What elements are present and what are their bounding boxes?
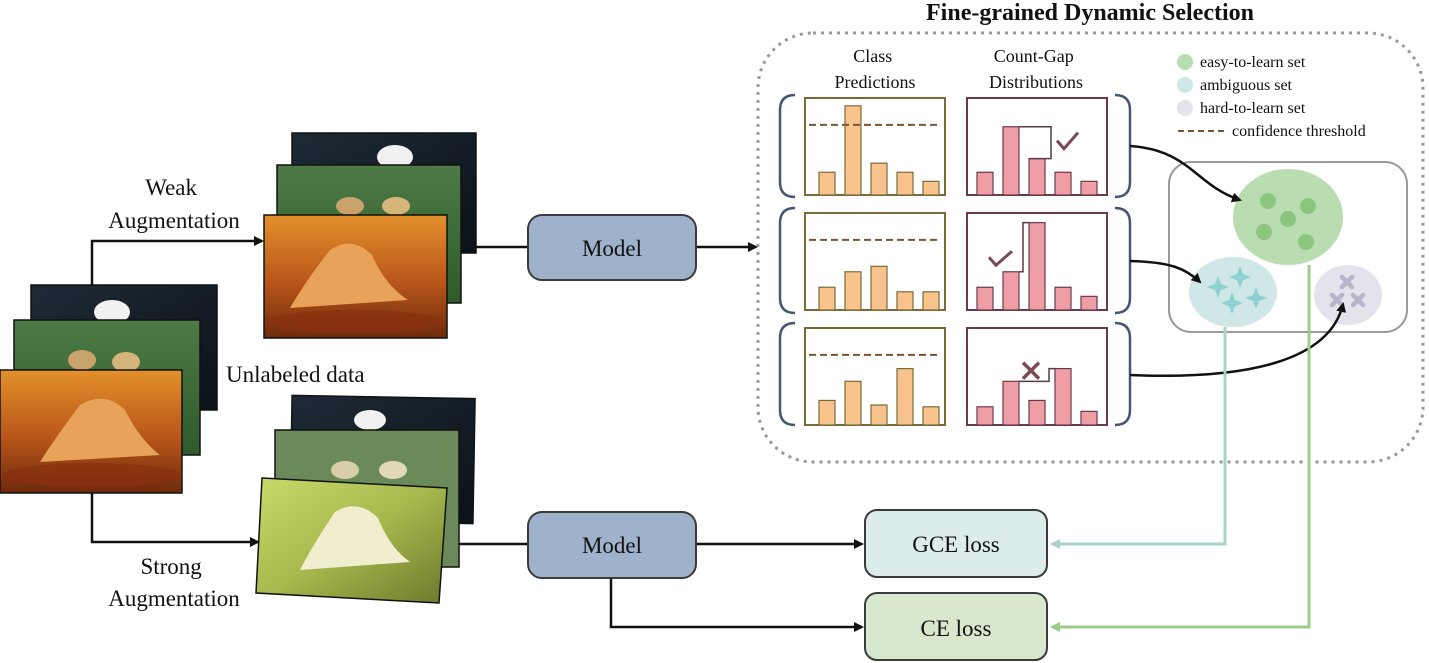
ce-loss-label: CE loss <box>921 616 992 641</box>
gap-bar <box>1028 158 1046 196</box>
class-bar <box>870 162 888 196</box>
class-bar <box>818 286 836 311</box>
gap-bar <box>1028 399 1046 426</box>
class-bar <box>922 180 940 196</box>
class-bar <box>870 265 888 311</box>
model-bottom-label: Model <box>582 533 642 558</box>
model-to-ce-arrow <box>609 578 864 632</box>
strong-image-stack <box>255 394 476 604</box>
gap-bar <box>1002 126 1020 196</box>
image-golden-retriever <box>0 369 183 494</box>
gap-bar <box>1054 171 1072 196</box>
class-predictions-header: Class Predictions <box>835 46 916 92</box>
weak-image-stack <box>263 132 477 339</box>
class-bar <box>896 367 914 426</box>
figure-title: Fine-grained Dynamic Selection <box>926 0 1254 26</box>
route-arrow-ambiguous <box>1129 259 1202 284</box>
gap-bar <box>976 286 994 311</box>
class-bar <box>922 291 940 311</box>
ambiguous-to-gce-line <box>1050 327 1227 549</box>
legend-hard-label: hard-to-learn set <box>1200 100 1306 117</box>
set-container <box>1168 161 1408 333</box>
gap-bar <box>1028 222 1046 311</box>
weak-image-golden-retriever <box>263 214 448 339</box>
dynamic-selection-container <box>756 31 1425 464</box>
class-bar <box>844 105 862 196</box>
class-bar <box>818 171 836 196</box>
easy-set <box>1233 169 1343 265</box>
hard-set <box>1314 265 1382 325</box>
model-top-label: Model <box>582 236 642 261</box>
to-weak-arrow <box>90 236 264 285</box>
gap-bar <box>976 406 994 426</box>
ce-loss-box: CE loss <box>864 592 1048 661</box>
class-bar <box>818 399 836 426</box>
class-bar <box>896 291 914 311</box>
strong-image-golden-retriever <box>255 477 448 604</box>
gap-bar <box>1080 295 1098 311</box>
gap-bar <box>1054 367 1072 426</box>
weak-augmentation-label: Weak Augmentation <box>108 175 240 233</box>
gap-bar <box>1002 380 1020 426</box>
class-bar <box>870 404 888 426</box>
model-bottom: Model <box>527 511 697 579</box>
legend-easy-swatch <box>1177 54 1193 70</box>
check-mark-icon <box>1055 131 1080 151</box>
unlabeled-data-label: Unlabeled data <box>226 362 365 387</box>
legend-threshold-label: confidence threshold <box>1232 123 1366 140</box>
class-bar <box>922 406 940 426</box>
model-top: Model <box>527 214 697 281</box>
prediction-charts <box>804 97 1108 426</box>
legend-easy-label: easy-to-learn set <box>1200 54 1306 71</box>
legend-ambiguous-label: ambiguous set <box>1200 77 1293 94</box>
gap-bar <box>976 171 994 196</box>
strong-augmentation-label: Strong Augmentation <box>108 554 240 611</box>
route-arrow-hard <box>1129 302 1347 377</box>
route-arrow-easy <box>1129 144 1242 203</box>
gap-bracket <box>1019 126 1052 160</box>
check-mark-icon <box>987 250 1013 268</box>
legend: easy-to-learn set ambiguous set hard-to-… <box>1177 54 1366 140</box>
gap-bar <box>1080 410 1098 426</box>
count-gap-header: Count-Gap Distributions <box>989 46 1083 92</box>
gap-bracket <box>1019 367 1055 383</box>
legend-hard-swatch <box>1177 100 1193 116</box>
gap-bracket <box>1019 221 1029 273</box>
legend-ambiguous-swatch <box>1177 77 1193 93</box>
unlabeled-image-stack <box>0 284 218 494</box>
class-bar <box>844 271 862 311</box>
cross-mark-icon <box>1021 361 1041 380</box>
gap-bar <box>1002 271 1020 311</box>
gap-bar <box>1080 180 1098 196</box>
class-bar <box>896 171 914 196</box>
gce-loss-label: GCE loss <box>912 532 1000 557</box>
gap-bar <box>1054 286 1072 311</box>
to-strong-arrow <box>90 493 260 547</box>
class-bar <box>844 380 862 426</box>
easy-to-ce-line <box>1050 265 1311 632</box>
gce-loss-box: GCE loss <box>864 509 1048 578</box>
ambiguous-set <box>1189 257 1277 327</box>
